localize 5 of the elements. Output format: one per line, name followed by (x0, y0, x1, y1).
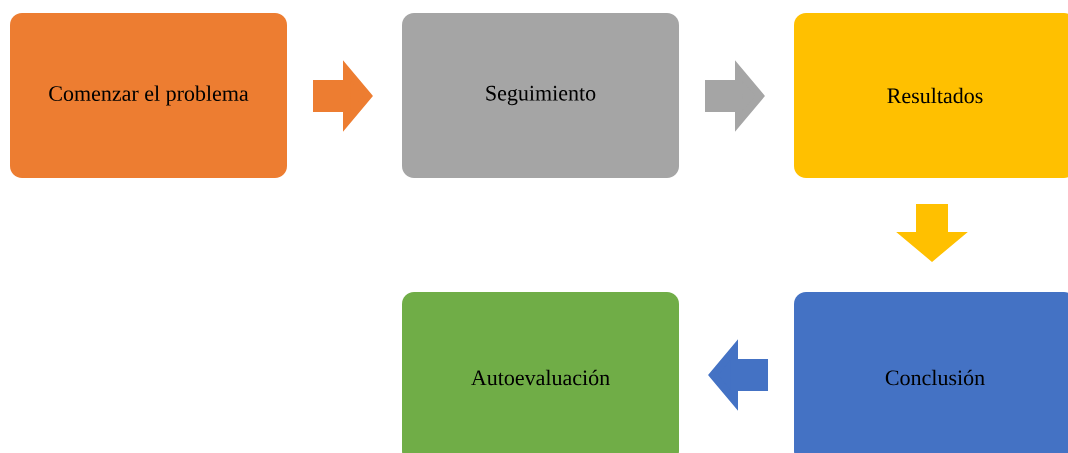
process-box: Conclusión (794, 292, 1068, 453)
process-box: Comenzar el problema (10, 13, 287, 178)
process-box: Autoevaluación (402, 292, 679, 453)
process-box: Resultados (794, 13, 1068, 178)
process-box: Seguimiento (402, 13, 679, 178)
